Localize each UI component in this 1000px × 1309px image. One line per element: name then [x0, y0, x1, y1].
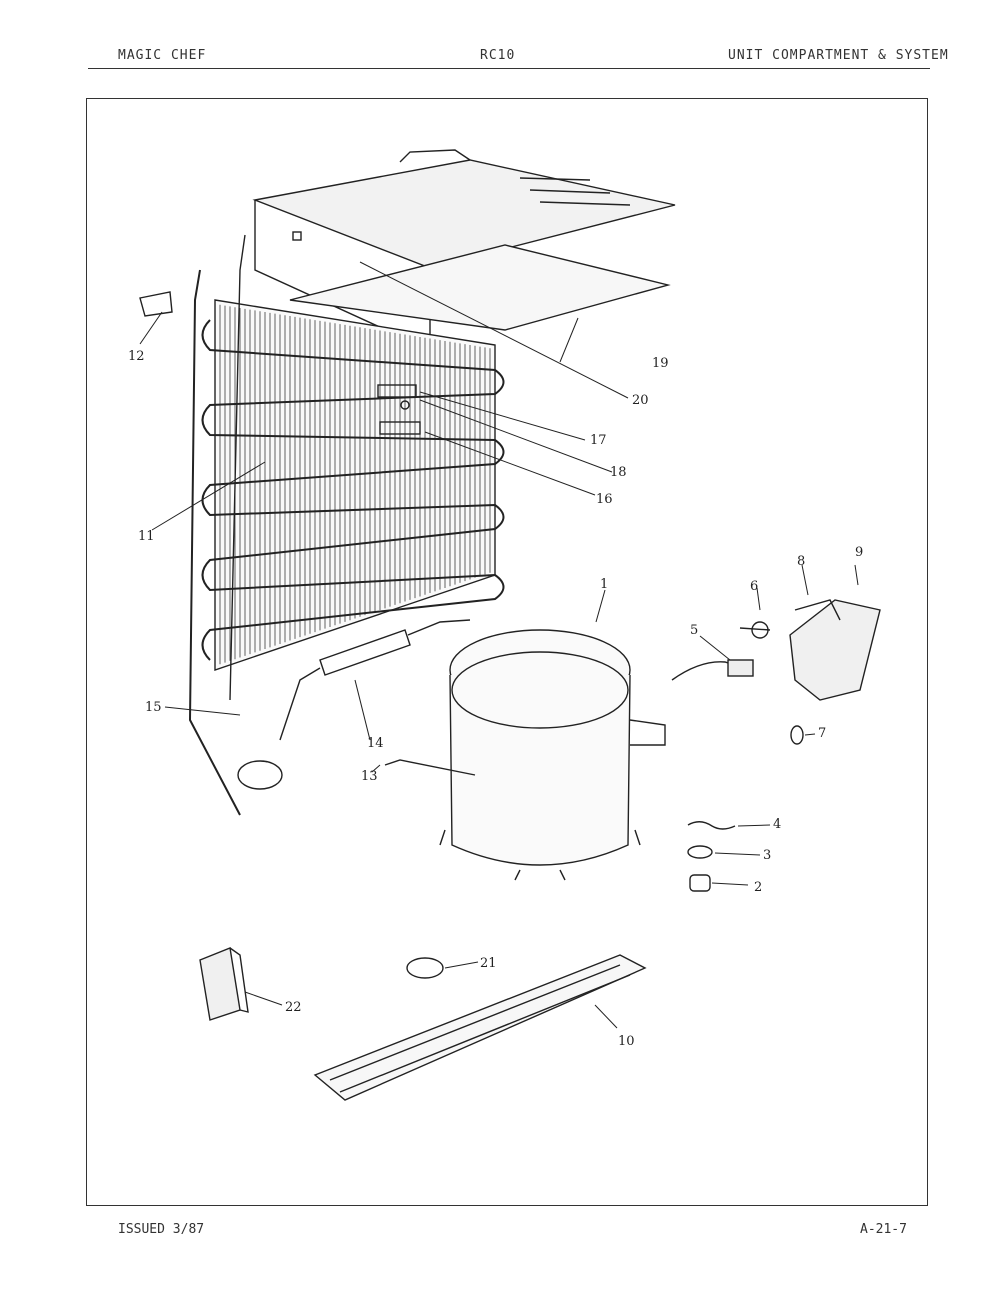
- header-model: RC10: [480, 48, 516, 63]
- callout-3: 3: [763, 848, 771, 863]
- callout-12: 12: [128, 349, 145, 364]
- leader-lines: [139, 261, 859, 1029]
- compressor: [439, 629, 666, 881]
- unit-compartment-cover: [252, 149, 676, 352]
- footer-page-number: A-21-7: [860, 1222, 907, 1237]
- small-hardware: [687, 821, 736, 892]
- header-rule: [88, 68, 930, 69]
- callout-5: 5: [690, 623, 698, 638]
- callout-11: 11: [138, 529, 155, 544]
- callout-19: 19: [652, 356, 669, 371]
- condenser-coil: [188, 234, 505, 816]
- callout-15: 15: [145, 700, 162, 715]
- condenser-brackets: [377, 384, 421, 435]
- footer-issued: ISSUED 3/87: [118, 1222, 205, 1237]
- drain-pan: [313, 954, 647, 1101]
- diagram-frame: [86, 98, 928, 1206]
- callout-13: 13: [361, 769, 378, 784]
- callout-17: 17: [590, 433, 607, 448]
- callout-9: 9: [855, 545, 863, 560]
- callout-7: 7: [818, 726, 826, 741]
- fan-and-clip: [139, 291, 283, 790]
- header-section: UNIT COMPARTMENT & SYSTEM: [728, 48, 949, 63]
- relay-overload-parts: [671, 599, 881, 745]
- callout-20: 20: [632, 393, 649, 408]
- callout-22: 22: [285, 1000, 302, 1015]
- callout-10: 10: [618, 1034, 635, 1049]
- callout-8: 8: [797, 554, 805, 569]
- header-brand: MAGIC CHEF: [118, 48, 207, 63]
- callout-16: 16: [596, 492, 613, 507]
- callout-1: 1: [600, 577, 608, 592]
- callout-14: 14: [367, 736, 384, 751]
- defrost-timer: [199, 947, 249, 1021]
- drier-and-tubing: [279, 619, 476, 776]
- callout-18: 18: [610, 465, 627, 480]
- callout-4: 4: [773, 817, 781, 832]
- callout-21: 21: [480, 956, 497, 971]
- callout-2: 2: [754, 880, 762, 895]
- callout-6: 6: [750, 579, 758, 594]
